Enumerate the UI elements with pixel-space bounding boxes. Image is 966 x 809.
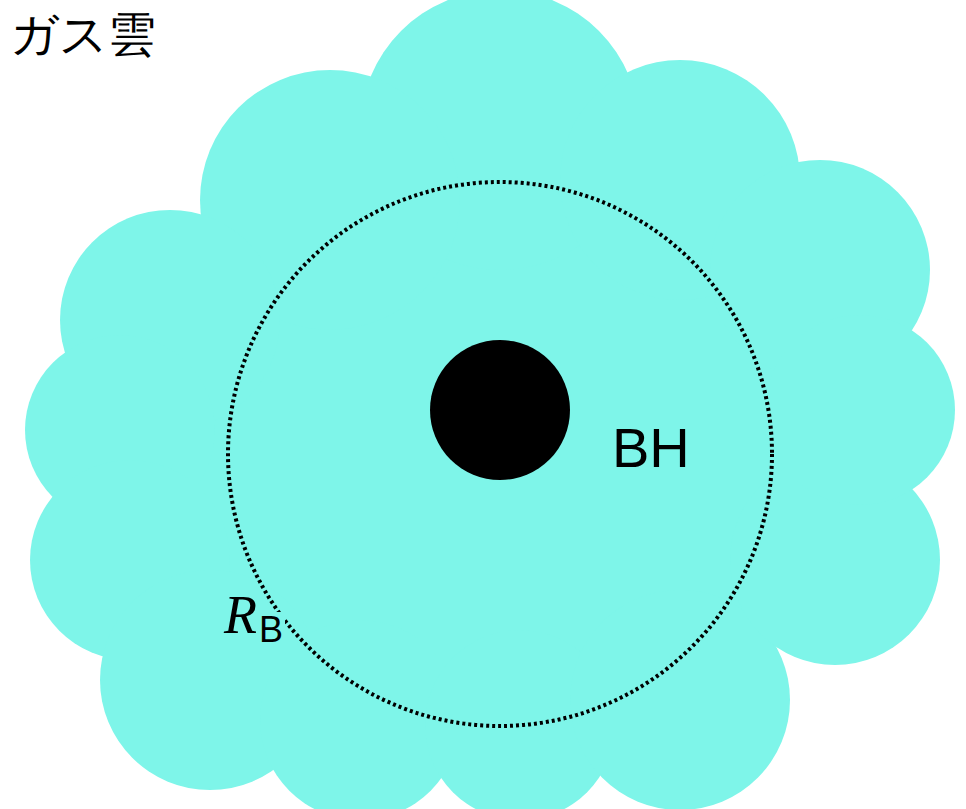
black-hole-disk bbox=[430, 340, 570, 480]
black-hole: BH bbox=[430, 340, 730, 480]
radius-subscript: B bbox=[257, 612, 285, 648]
cloud-label: ガス雲 bbox=[10, 10, 156, 58]
bondi-radius-circle bbox=[228, 182, 772, 726]
bh-label: BH bbox=[612, 420, 690, 476]
radius-symbol: R bbox=[222, 588, 259, 642]
